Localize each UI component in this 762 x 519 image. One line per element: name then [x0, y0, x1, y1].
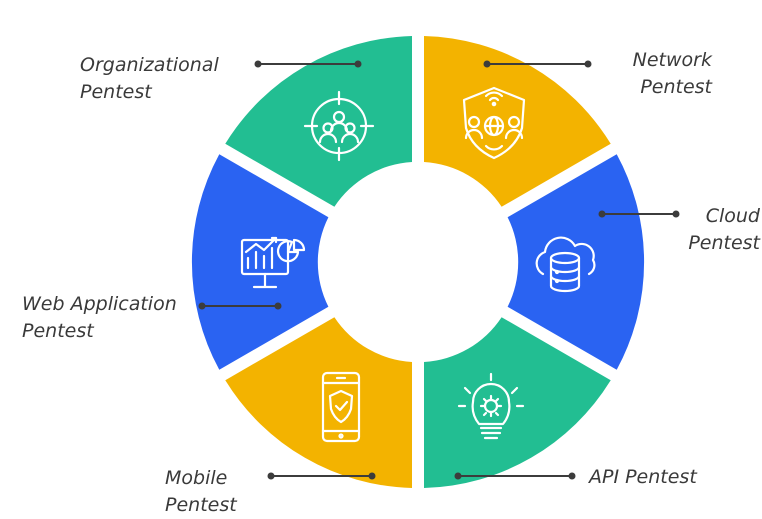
mobile-shield-icon [321, 371, 361, 443]
label-web-application-line-2: Pentest [22, 320, 94, 342]
connector-dot-web [274, 302, 282, 310]
label-web-application-line-1: Web Application [22, 293, 177, 315]
label-organizational-line-1: Organizational [80, 54, 219, 76]
label-organizational: Organizational Pentest [80, 52, 219, 106]
label-mobile-line-1: Mobile [165, 467, 228, 489]
connector-dot-network [584, 60, 592, 68]
segment-api [424, 317, 611, 488]
connector-dot-web [198, 302, 206, 310]
label-cloud: Cloud Pentest [660, 203, 760, 257]
connector-dot-api [454, 472, 462, 480]
connector-dot-mobile [267, 472, 275, 480]
label-mobile: Mobile Pentest [165, 465, 237, 519]
label-api: API Pentest [589, 464, 697, 491]
label-organizational-line-2: Pentest [80, 81, 152, 103]
label-cloud-line-2: Pentest [688, 232, 760, 254]
connector-dot-network [483, 60, 491, 68]
cloud-database-icon [535, 236, 596, 293]
label-web-application: Web Application Pentest [22, 291, 177, 345]
label-network-line-2: Pentest [640, 76, 712, 98]
connectors [198, 60, 680, 480]
connector-dot-organizational [354, 60, 362, 68]
label-api-line-1: API Pentest [589, 466, 697, 488]
label-network: Network Pentest [590, 47, 712, 101]
web-analytics-icon [240, 236, 306, 289]
label-network-line-1: Network [632, 49, 712, 71]
label-cloud-line-1: Cloud [705, 205, 760, 227]
label-mobile-line-2: Pentest [165, 494, 237, 516]
segment-web [191, 154, 329, 370]
lightbulb-gear-icon [457, 372, 525, 440]
ring-segments [191, 36, 645, 488]
connector-dot-cloud [672, 210, 680, 218]
connector-dot-api [568, 472, 576, 480]
segment-mobile [225, 317, 412, 488]
connector-dot-mobile [368, 472, 376, 480]
segment-network [424, 36, 611, 207]
connector-dot-cloud [598, 210, 606, 218]
connector-dot-organizational [254, 60, 262, 68]
network-shield-icon [462, 86, 526, 160]
segment-organizational [225, 36, 412, 207]
team-target-icon [303, 90, 375, 162]
